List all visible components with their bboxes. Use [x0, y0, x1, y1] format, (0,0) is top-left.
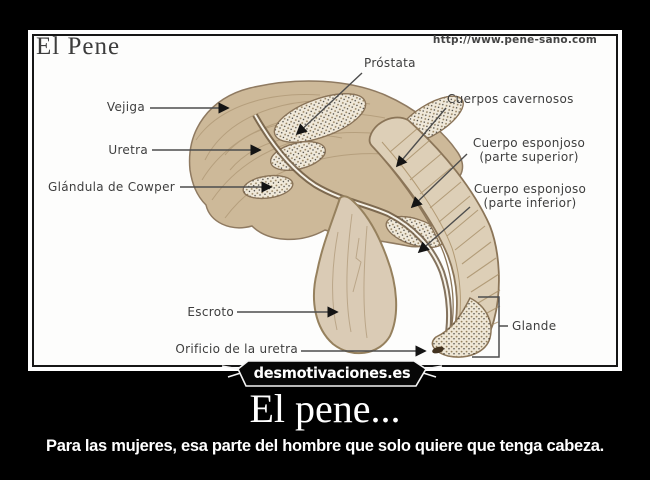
glande-bracket — [472, 296, 508, 358]
watermark-text: desmotivaciones.es — [253, 364, 411, 382]
source-url-text: http://www.pene-sano.com — [432, 34, 597, 46]
label-glande: Glande — [512, 319, 557, 333]
label-escroto: Escroto — [187, 305, 234, 319]
caption-subtitle: Para las mujeres, esa parte del hombre q… — [46, 437, 604, 455]
caption-title: El pene... — [249, 386, 401, 431]
glans — [431, 296, 492, 358]
label-uretra: Uretra — [108, 143, 148, 157]
label-prostata: Próstata — [364, 56, 416, 70]
label-cuerpo-esponjoso-superior: Cuerpo esponjoso (parte superior) — [472, 136, 586, 165]
label-vejiga: Vejiga — [106, 100, 145, 114]
label-glandula-cowper: Glándula de Cowper — [48, 180, 175, 194]
label-cuerpos-cavernosos: Cuerpos cavernosos — [447, 92, 574, 106]
penis-shaft — [368, 116, 501, 351]
urethra-channel — [252, 113, 453, 345]
watermark-ribbon — [221, 360, 443, 387]
label-leader-lines — [150, 72, 471, 357]
diagram-title: El Pene — [36, 33, 121, 60]
label-orificio-uretra: Orificio de la uretra — [175, 342, 298, 356]
label-cuerpo-esponjoso-inferior: Cuerpo esponjoso (parte inferior) — [473, 182, 587, 211]
